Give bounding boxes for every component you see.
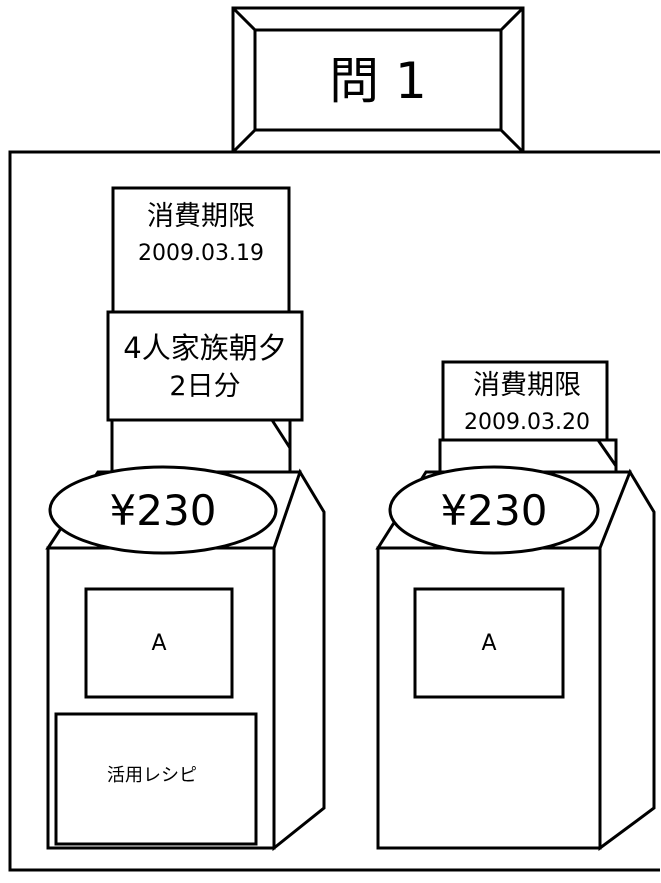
right-product — [375, 360, 656, 851]
title-bevel-tr — [499, 6, 525, 32]
left-price: ¥230 — [110, 486, 217, 535]
right-expiry-heading: 消費期限 — [473, 370, 581, 401]
right-price-tag — [388, 465, 600, 555]
title-bevel-bl — [231, 128, 257, 154]
right-neck-edge — [596, 439, 618, 467]
left-carton-neck — [110, 418, 292, 474]
right-carton-side — [598, 468, 656, 851]
right-expiry-date: 2009.03.20 — [464, 410, 590, 435]
title-frame-inner — [253, 28, 503, 132]
left-price-tag — [48, 465, 278, 555]
left-product — [45, 186, 326, 852]
left-serving-line2: 2日分 — [169, 371, 240, 402]
right-panel-a — [413, 587, 565, 699]
left-recipe-label: 活用レシピ — [107, 765, 197, 786]
left-carton-side — [272, 468, 326, 852]
page-title: 問 1 — [329, 52, 427, 110]
left-serving-line1: 4人家族朝夕 — [123, 331, 286, 365]
left-serving-label — [106, 310, 304, 422]
right-panel-a-label: A — [481, 631, 496, 656]
left-panel-a-label: A — [151, 631, 166, 656]
left-recipe-box — [54, 712, 258, 846]
left-expiry-label — [111, 186, 291, 314]
left-neck-edge — [270, 419, 292, 449]
right-price: ¥230 — [441, 486, 548, 535]
left-expiry-date: 2009.03.19 — [138, 241, 264, 266]
title-bevel-br — [499, 128, 525, 154]
left-expiry-heading: 消費期限 — [147, 201, 255, 232]
display-frame — [8, 150, 660, 872]
right-expiry-label — [441, 360, 609, 442]
title-bevel-tl — [231, 6, 257, 32]
left-panel-a — [84, 587, 234, 699]
